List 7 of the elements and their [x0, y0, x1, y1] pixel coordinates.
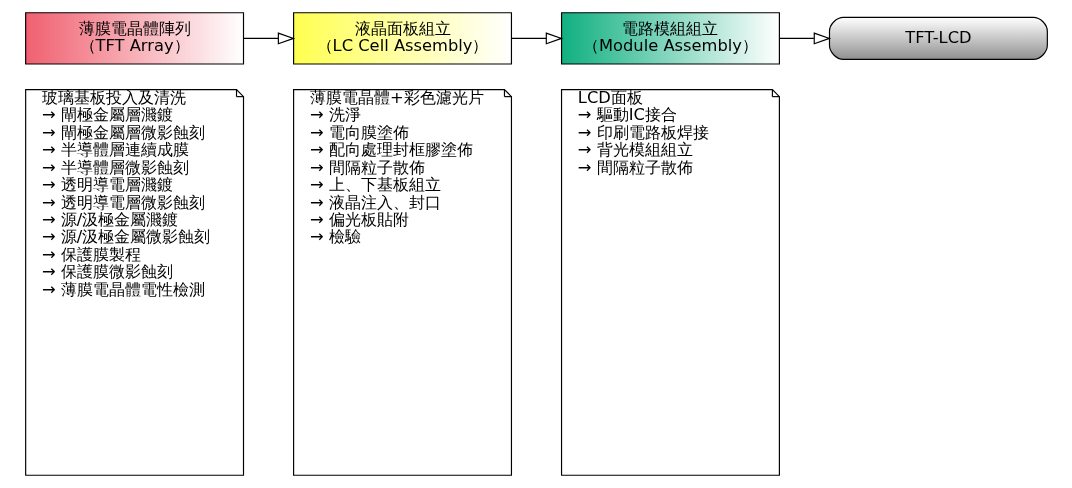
- arrow: [778, 32, 831, 45]
- arrow: [242, 32, 295, 45]
- node-box: 電路模組組立 （Module Assembly）: [560, 12, 780, 65]
- node-box: 液晶面板組立 （LC Cell Assembly）: [292, 12, 512, 65]
- node-box: 薄膜電晶體陣列 （TFT Array）: [24, 12, 244, 65]
- arrow: [510, 32, 563, 45]
- node-box: TFT-LCD: [828, 16, 1048, 60]
